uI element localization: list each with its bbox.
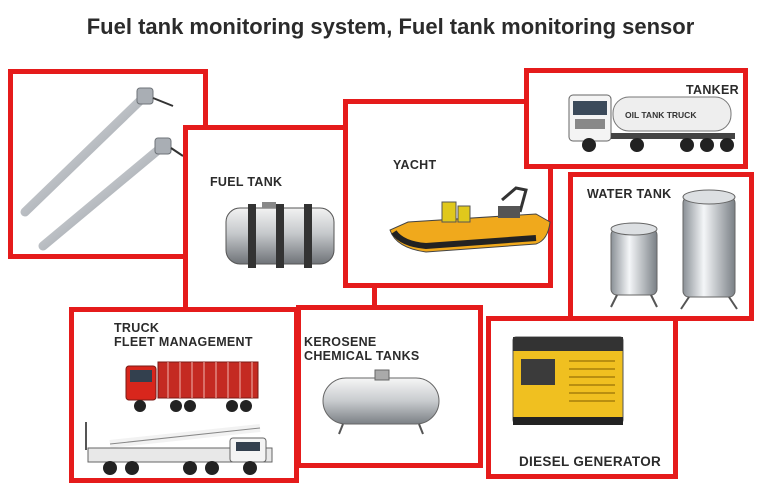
page-title: Fuel tank monitoring system, Fuel tank m… [86, 14, 695, 39]
truck-label-line2: FLEET MANAGEMENT [114, 335, 253, 349]
cargo-truck-image [125, 361, 259, 412]
diesel-generator-image [512, 336, 624, 425]
yacht-panel: YACHT [343, 99, 553, 288]
fuel-tank-label: FUEL TANK [210, 175, 283, 189]
kerosene-panel: KEROSENE CHEMICAL TANKS [296, 305, 483, 468]
fuel-tank-image [225, 202, 335, 268]
tanker-truck-text: OIL TANK TRUCK [625, 110, 697, 120]
kerosene-label-line1: KEROSENE [304, 335, 377, 349]
tanker-label: TANKER [686, 83, 739, 97]
kerosene-label-line2: CHEMICAL TANKS [304, 349, 420, 363]
truck-fleet-panel: TRUCK FLEET MANAGEMENT [69, 307, 299, 483]
crane-truck-image [85, 422, 273, 475]
water-tank-label: WATER TANK [587, 187, 672, 201]
diesel-generator-panel: DIESEL GENERATOR [486, 316, 678, 479]
water-tank-image [610, 189, 738, 310]
yacht-label: YACHT [393, 158, 437, 172]
sensor-probes-panel [8, 69, 208, 259]
tanker-panel: TANKER OIL TANK TRUCK [524, 68, 748, 169]
diesel-generator-label: DIESEL GENERATOR [519, 454, 662, 469]
truck-label-line1: TRUCK [114, 321, 160, 335]
yacht-boat-image [389, 186, 551, 253]
water-tank-panel: WATER TANK [568, 172, 754, 321]
kerosene-tank-image [322, 369, 440, 435]
fuel-level-sensor-image [20, 87, 184, 251]
tanker-truck-image: OIL TANK TRUCK [568, 94, 735, 152]
